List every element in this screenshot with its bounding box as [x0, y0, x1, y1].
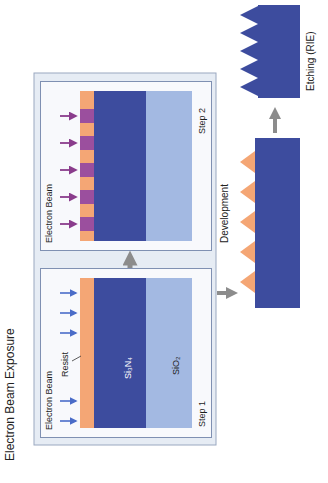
etched-tooth [240, 42, 258, 60]
si3n4-layer [94, 278, 146, 428]
panel-text: Electron Beam [44, 184, 54, 243]
title: Electron Beam Exposure [4, 328, 18, 461]
resist-profile [240, 151, 255, 173]
resist-layer [80, 91, 94, 241]
beam-arrow [60, 115, 76, 117]
resist-profile [240, 211, 255, 233]
sio2-layer [146, 91, 192, 241]
etched-tooth [240, 78, 258, 96]
exposed-area [80, 109, 94, 123]
panel-text: Step 1 [197, 401, 207, 427]
exposed-area [80, 190, 94, 204]
step-panel: Electron Beam Step 2 [40, 81, 212, 251]
panel-text: Electron Beam [44, 371, 54, 430]
process-label: Development [219, 184, 231, 243]
resist-profile [240, 181, 255, 203]
beam-arrows [60, 116, 76, 224]
etched-teeth [240, 6, 258, 96]
panel-text: Resist [60, 352, 70, 377]
process-arrow [128, 258, 133, 268]
beam-arrow [60, 420, 76, 422]
resist-profiles [240, 151, 255, 293]
outer-panel [34, 73, 216, 445]
leader-line [72, 356, 81, 361]
si3n4-layer [255, 138, 300, 308]
exposed-area [80, 217, 94, 231]
process-arrow [217, 291, 232, 295]
beam-arrow [60, 142, 76, 144]
step-panel: Electron Beam Resist Si₃N₄ SiO₂ Step 1 [40, 268, 212, 438]
exposed-area [80, 136, 94, 150]
si3n4-layer [94, 91, 146, 241]
etched-layer [258, 5, 300, 98]
etched-tooth [240, 60, 258, 78]
sio2-layer [146, 278, 192, 428]
panel-text: Step 2 [197, 108, 207, 134]
etched-tooth [240, 24, 258, 42]
resist-profile [240, 241, 255, 263]
beam-arrow [60, 223, 76, 225]
beam-arrow [60, 400, 76, 402]
exposed-areas [80, 109, 94, 231]
panel-text: Si₃N₄ [123, 357, 133, 379]
beam-arrows [60, 293, 76, 421]
beam-arrow [60, 169, 76, 171]
panel-text: SiO₂ [171, 357, 181, 376]
beam-arrow [60, 312, 76, 314]
beam-arrow [60, 292, 76, 294]
resist-layer [80, 278, 94, 428]
step-panel [40, 268, 212, 438]
step-panel [40, 81, 212, 251]
beam-arrow [60, 196, 76, 198]
etched-tooth [240, 6, 258, 24]
process-label: Etching (RIE) [305, 32, 317, 91]
resist-profile [240, 271, 255, 293]
beam-arrow [60, 332, 76, 334]
process-arrow [273, 113, 277, 133]
exposed-area [80, 163, 94, 177]
